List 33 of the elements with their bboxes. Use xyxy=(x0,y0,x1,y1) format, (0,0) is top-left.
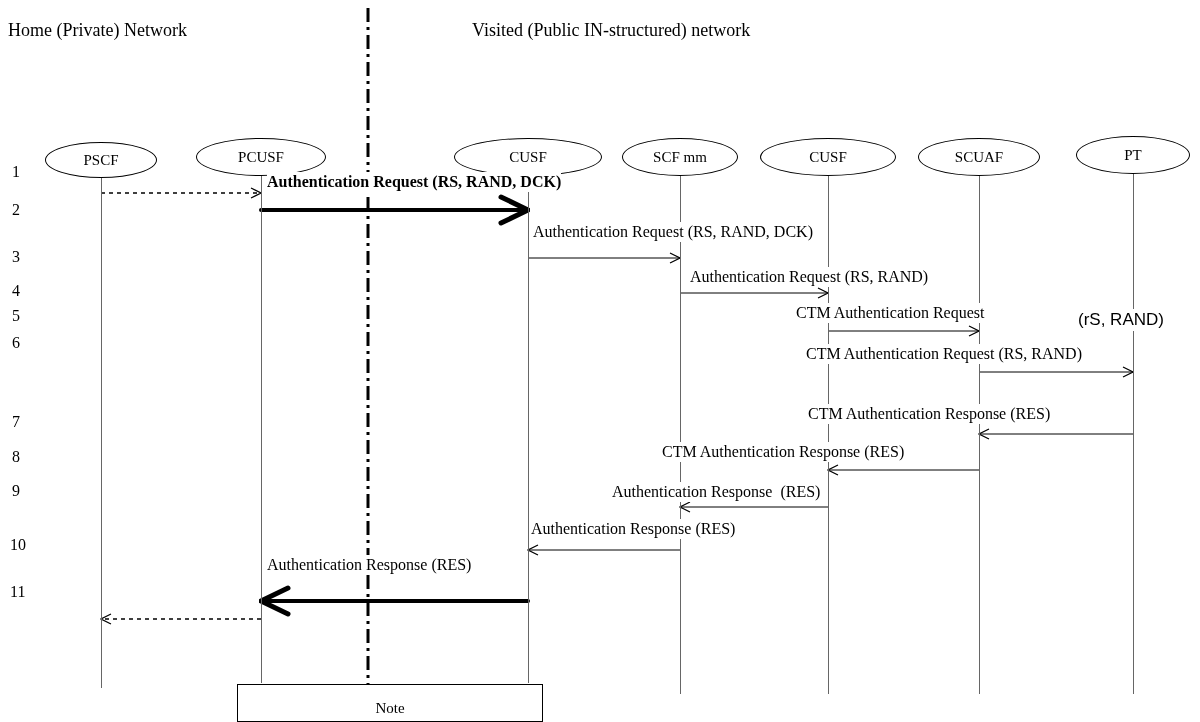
message-label: Authentication Request (RS, RAND) xyxy=(690,267,929,287)
network-heading: Home (Private) Network xyxy=(8,19,187,41)
message-arrow xyxy=(827,325,980,337)
network-heading: Visited (Public IN-structured) network xyxy=(472,19,751,41)
participant-ellipse: CUSF xyxy=(454,138,602,176)
message-label: CTM Authentication Request xyxy=(796,303,985,323)
message-arrow xyxy=(827,464,980,476)
message-label: Authentication Response (RES) xyxy=(531,519,736,539)
participant-ellipse: PSCF xyxy=(45,142,157,178)
message-arrow xyxy=(258,585,530,617)
message-label: Authentication Request (RS, RAND, DCK) xyxy=(267,172,562,192)
message-arrow xyxy=(978,366,1134,378)
participant-ellipse: PT xyxy=(1076,136,1190,174)
participant-ellipse: PCUSF xyxy=(196,138,326,176)
message-arrow xyxy=(259,194,531,226)
note-box: Note xyxy=(237,684,543,722)
message-arrow xyxy=(679,501,829,513)
message-label: CTM Authentication Response (RES) xyxy=(808,404,1051,424)
participant-ellipse: SCUAF xyxy=(918,138,1040,176)
message-label: CTM Authentication Request (RS, RAND) xyxy=(806,344,1082,364)
message-label: Authentication Response (RES) xyxy=(612,482,821,502)
message-arrow xyxy=(527,252,681,264)
message-arrow xyxy=(527,544,681,556)
message-label: Authentication Request (RS, RAND, DCK) xyxy=(533,222,813,242)
parameter-label: (rS, RAND) xyxy=(1078,309,1164,331)
participant-ellipse: SCF mm xyxy=(622,138,738,176)
message-arrow xyxy=(100,187,262,199)
message-arrow xyxy=(100,613,262,625)
message-label: Authentication Response (RES) xyxy=(267,555,472,575)
message-label: CTM Authentication Response (RES) xyxy=(662,442,905,462)
participant-ellipse: CUSF xyxy=(760,138,896,176)
message-arrow xyxy=(978,428,1134,440)
message-arrow xyxy=(679,287,829,299)
